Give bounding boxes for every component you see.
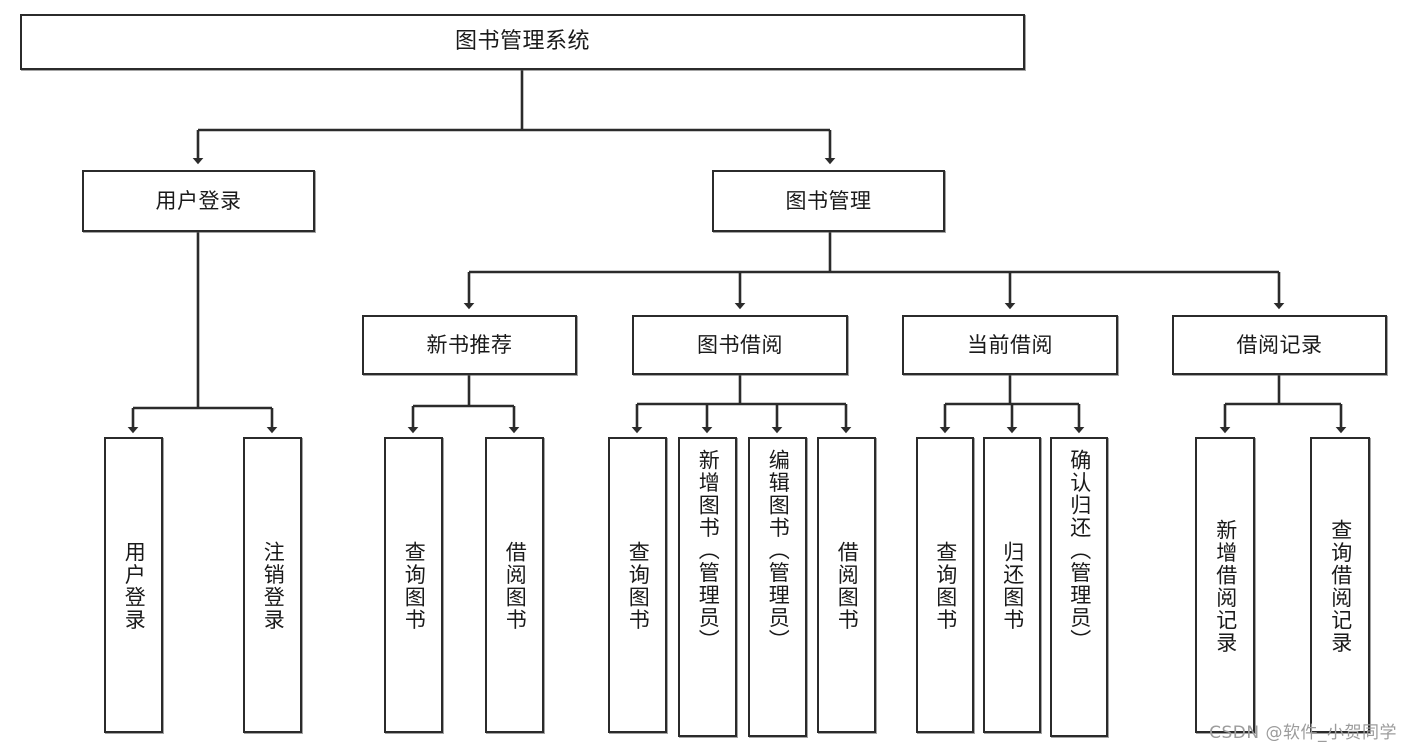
node-label: 新书推荐 [426, 332, 513, 357]
node-leaf-query-book-recommend[interactable]: 查询图书 [384, 437, 443, 733]
node-user-login[interactable]: 用户登录 [82, 170, 315, 232]
node-label: 图书管理 [785, 188, 872, 213]
node-root-system[interactable]: 图书管理系统 [20, 14, 1025, 70]
node-label: 图书借阅 [697, 332, 783, 357]
node-leaf-borrow-book-borrow[interactable]: 借阅图书 [817, 437, 876, 733]
node-label: 用户登录 [155, 188, 242, 213]
node-current-borrow[interactable]: 当前借阅 [902, 315, 1118, 375]
node-borrow-record[interactable]: 借阅记录 [1172, 315, 1387, 375]
node-label: 编辑图书（管理员） [766, 449, 791, 652]
node-label: 查询图书 [402, 541, 427, 631]
node-label: 图书管理系统 [454, 29, 590, 55]
node-label: 借阅图书 [835, 541, 860, 631]
node-label: 查询图书 [933, 541, 958, 631]
node-label: 确认归还（管理员） [1067, 449, 1092, 652]
node-leaf-query-borrow-record[interactable]: 查询借阅记录 [1310, 437, 1370, 733]
node-label: 归还图书 [1000, 541, 1025, 631]
node-label: 查询图书 [626, 541, 651, 631]
node-book-borrow[interactable]: 图书借阅 [632, 315, 848, 375]
node-label: 借阅图书 [503, 541, 528, 631]
node-label: 当前借阅 [967, 332, 1053, 357]
node-leaf-borrow-book-recommend[interactable]: 借阅图书 [485, 437, 544, 733]
node-leaf-return-book[interactable]: 归还图书 [983, 437, 1041, 733]
node-label: 新增借阅记录 [1213, 518, 1238, 654]
node-label: 借阅记录 [1236, 332, 1323, 357]
node-book-manage[interactable]: 图书管理 [712, 170, 945, 232]
node-leaf-query-book-current[interactable]: 查询图书 [916, 437, 974, 733]
node-label: 用户登录 [122, 541, 147, 631]
node-label: 注销登录 [261, 541, 286, 631]
node-leaf-logout-login[interactable]: 注销登录 [243, 437, 302, 733]
node-label: 查询借阅记录 [1328, 518, 1353, 654]
node-leaf-confirm-return[interactable]: 确认归还（管理员） [1050, 437, 1108, 737]
node-leaf-add-book[interactable]: 新增图书（管理员） [678, 437, 737, 737]
node-leaf-edit-book[interactable]: 编辑图书（管理员） [748, 437, 807, 737]
node-new-book-recommend[interactable]: 新书推荐 [362, 315, 577, 375]
node-leaf-query-book-borrow[interactable]: 查询图书 [608, 437, 667, 733]
node-leaf-add-borrow-record[interactable]: 新增借阅记录 [1195, 437, 1255, 733]
node-label: 新增图书（管理员） [696, 449, 721, 652]
node-leaf-user-login[interactable]: 用户登录 [104, 437, 163, 733]
